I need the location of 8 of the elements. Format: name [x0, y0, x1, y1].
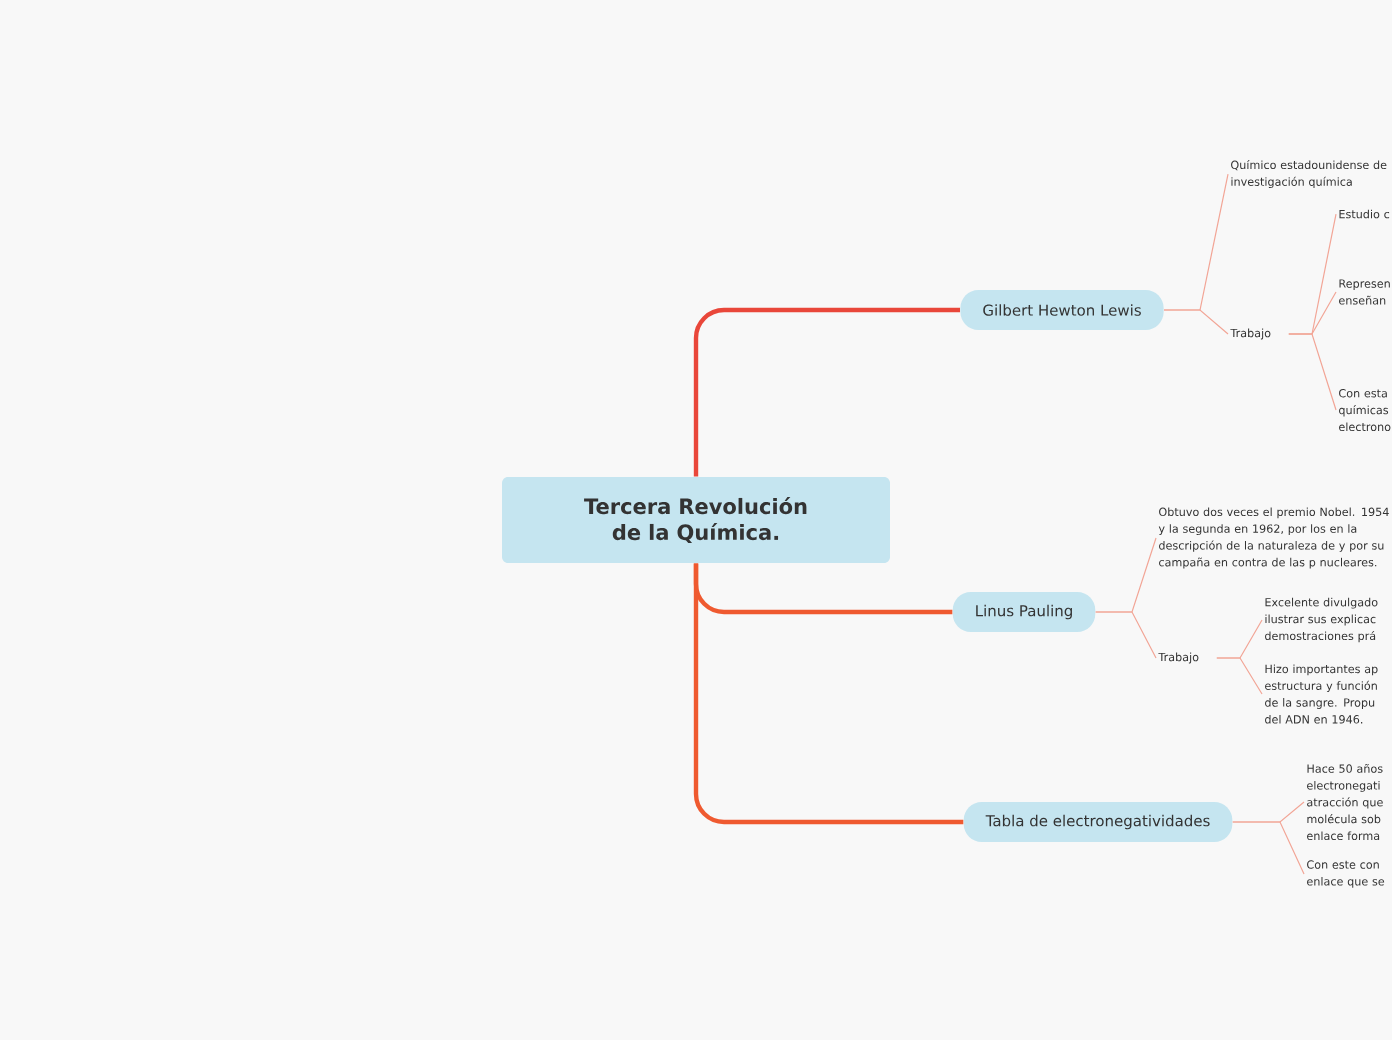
central-topic-box: Tercera Revolución de la Química.	[502, 477, 890, 563]
connector-line	[1163, 309, 1229, 335]
connector-line	[1232, 821, 1305, 875]
connector-line	[1216, 657, 1263, 695]
branch-connector	[693, 307, 960, 477]
branch-connector	[693, 563, 964, 825]
connector-line	[1288, 333, 1337, 411]
connector-line	[1095, 611, 1157, 659]
